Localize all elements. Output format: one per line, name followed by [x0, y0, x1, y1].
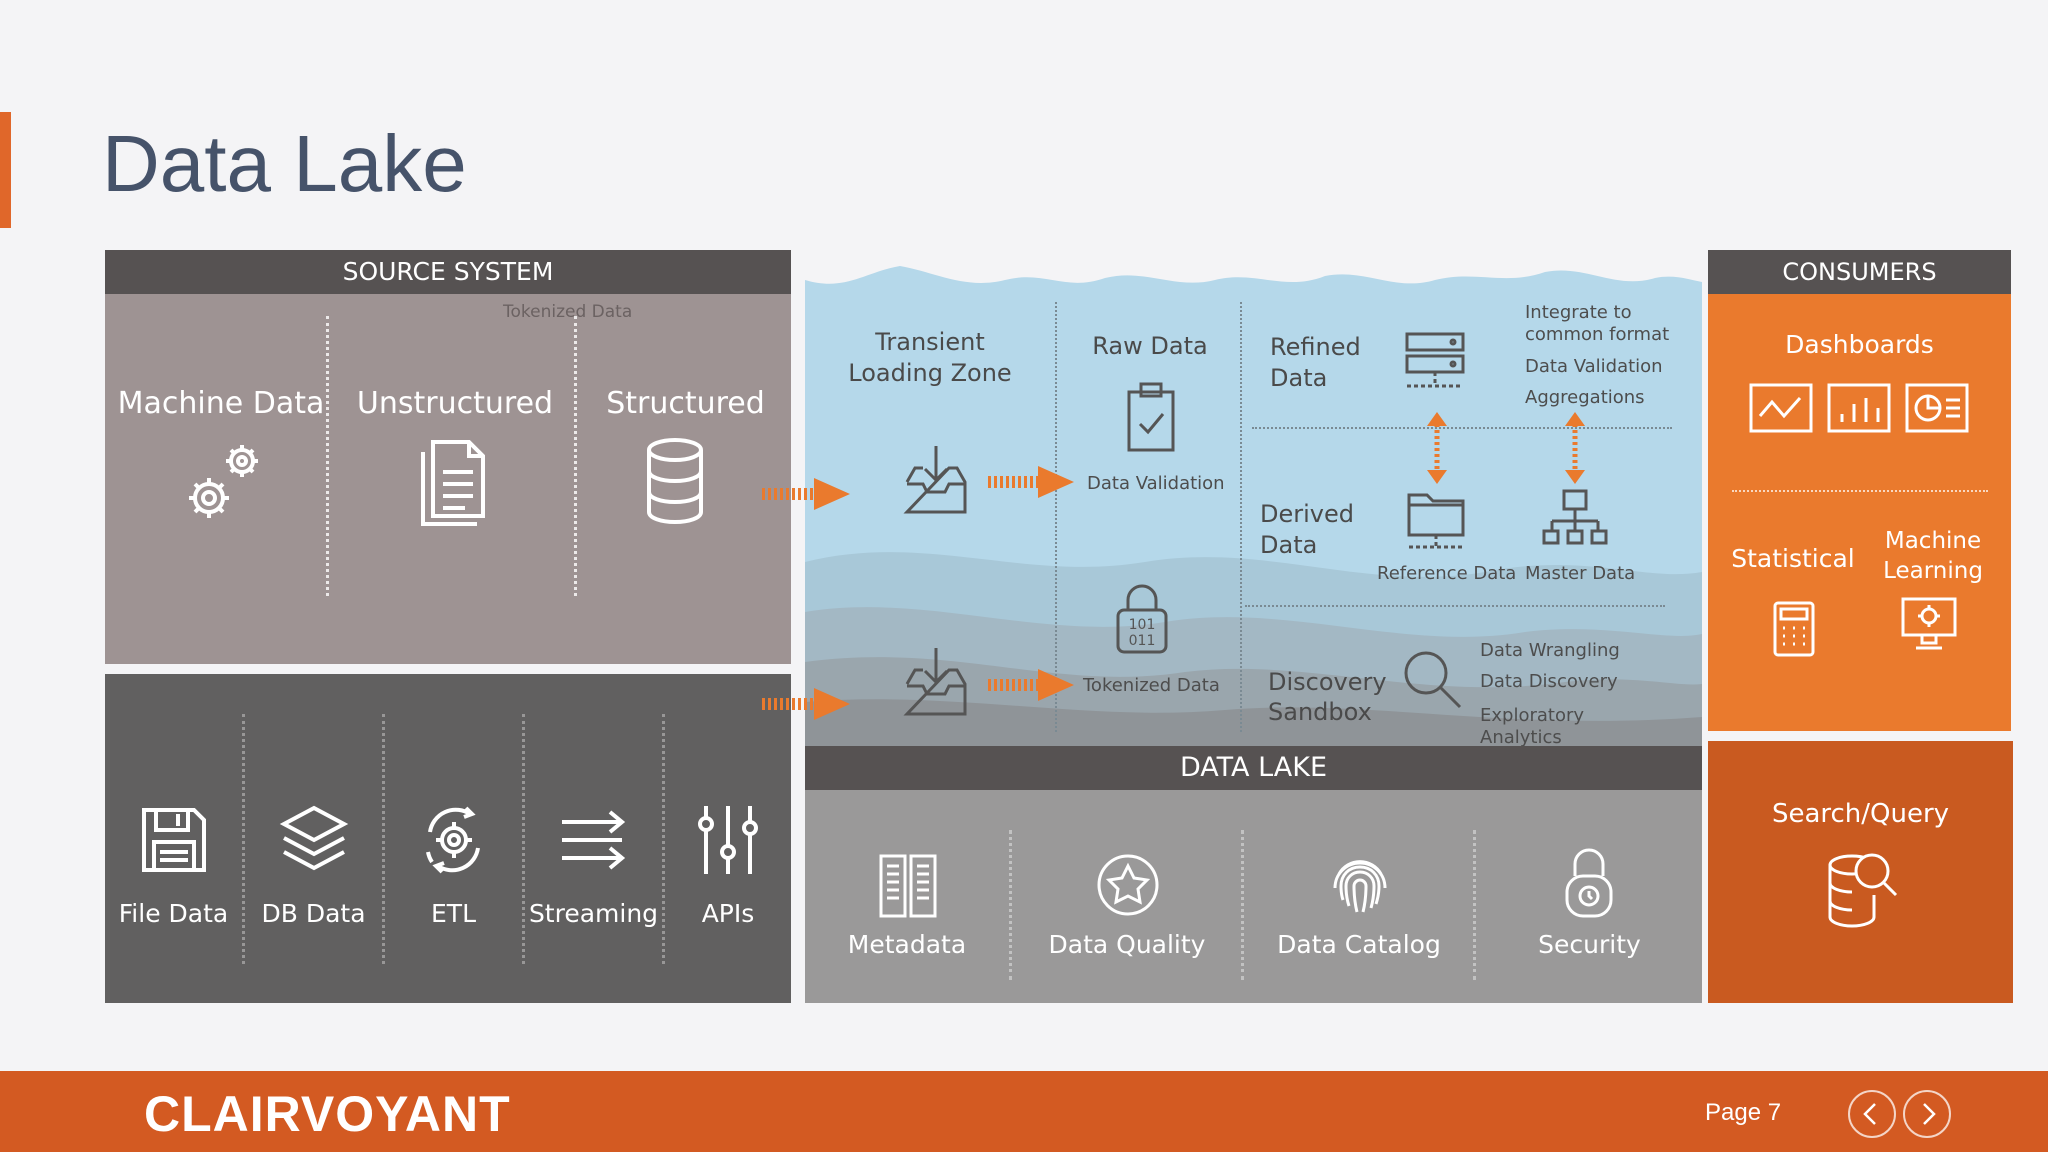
divider — [1473, 830, 1476, 980]
ingestion-panel: File Data DB Data ETL Streaming APIs — [105, 674, 791, 1003]
search-query-panel: Search/Query — [1708, 741, 2013, 1003]
structured-label: Structured — [606, 386, 765, 421]
machine-learning-label: Machine Learning — [1883, 528, 1983, 584]
orange-arrow — [988, 466, 1074, 498]
divider — [326, 316, 329, 596]
inbox-icon — [903, 648, 967, 716]
apis-item: APIs — [665, 674, 791, 1003]
metadata-item: Metadata — [805, 790, 1009, 1003]
data-lake-zone: Transient Loading Zone Raw Data Data Val… — [805, 262, 1702, 749]
master-data-label: Master Data — [1525, 563, 1636, 584]
database-search-icon — [1828, 853, 1898, 928]
tokenized-data-label: Tokenized Data — [1083, 675, 1220, 696]
data-lake-header: DATA LAKE — [805, 746, 1702, 790]
divider — [382, 714, 385, 964]
etl-item: ETL — [385, 674, 522, 1003]
refined-data-label: Refined Data — [1270, 333, 1361, 392]
divider — [1241, 830, 1244, 980]
divider — [1240, 302, 1242, 732]
footer: CLAIRVOYANT Page 7 — [0, 1071, 2048, 1152]
consumers-header: CONSUMERS — [1708, 250, 2011, 294]
source-system-panel: SOURCE SYSTEM Tokenized Data Machine Dat… — [105, 250, 791, 664]
orange-arrow — [988, 669, 1074, 701]
bidirectional-arrow — [1427, 412, 1447, 484]
tokenized-data-label: Tokenized Data — [503, 302, 633, 322]
line-chart-icon — [1749, 383, 1813, 433]
lock-101-icon: 101 011 — [1116, 584, 1168, 654]
discovery-sandbox-label: Discovery Sandbox — [1268, 668, 1387, 726]
svg-text:101: 101 — [1129, 617, 1156, 633]
page-title: Data Lake — [102, 119, 467, 208]
divider — [1732, 490, 1988, 492]
derived-data-label: Derived Data — [1260, 500, 1354, 559]
divider — [662, 714, 665, 964]
orange-arrow — [762, 478, 850, 510]
data-discovery-note: Data Discovery — [1480, 671, 1618, 692]
db-data-item: DB Data — [245, 674, 382, 1003]
bar-chart-icon — [1827, 383, 1891, 433]
document-icon — [421, 440, 485, 526]
server-icon — [1405, 332, 1465, 388]
consumers-panel: CONSUMERS Dashboards Statistical Machine… — [1708, 250, 2011, 731]
cycle-gear-icon — [425, 806, 480, 874]
svg-text:011: 011 — [1129, 633, 1156, 649]
lock-icon — [1565, 848, 1613, 918]
accent-bar — [0, 112, 11, 228]
database-icon — [647, 438, 703, 525]
next-page-button[interactable] — [1903, 1090, 1951, 1138]
raw-data-label: Raw Data — [1092, 332, 1208, 360]
star-badge-icon — [1097, 854, 1159, 916]
data-validation-label: Data Validation — [1087, 473, 1225, 494]
chevron-left-icon — [1863, 1103, 1876, 1125]
security-item: Security — [1477, 790, 1702, 1003]
divider — [1252, 427, 1672, 429]
arrows-icon — [561, 810, 625, 870]
bidirectional-arrow — [1565, 412, 1585, 484]
integrate-note: Integrate to common format — [1525, 302, 1670, 345]
fingerprint-icon — [1333, 860, 1387, 913]
divider — [1245, 605, 1665, 607]
data-quality-item: Data Quality — [1013, 790, 1241, 1003]
divider — [574, 316, 577, 596]
floppy-disk-icon — [141, 808, 206, 872]
pie-chart-icon — [1905, 383, 1969, 433]
search-query-label: Search/Query — [1771, 799, 1950, 829]
divider — [1055, 302, 1057, 732]
folder-icon — [1407, 493, 1465, 549]
chevron-right-icon — [1923, 1103, 1936, 1125]
file-data-item: File Data — [105, 674, 242, 1003]
source-system-header: SOURCE SYSTEM — [105, 250, 791, 294]
monitor-gear-icon — [1901, 597, 1957, 650]
divider — [1009, 830, 1012, 980]
layers-icon — [279, 805, 348, 871]
validation-note: Data Validation — [1525, 356, 1663, 377]
divider — [522, 714, 525, 964]
prev-page-button[interactable] — [1848, 1090, 1896, 1138]
dashboards-label: Dashboards — [1785, 330, 1934, 359]
unstructured-label: Unstructured — [356, 386, 554, 421]
page-number: Page 7 — [1705, 1099, 1782, 1126]
machine-data-label: Machine Data — [117, 386, 325, 421]
exploratory-analytics-note: Exploratory Analytics — [1480, 705, 1585, 748]
orange-arrow — [762, 688, 850, 720]
calculator-icon — [1773, 601, 1815, 657]
brand-logo: CLAIRVOYANT — [144, 1086, 511, 1142]
sliders-icon — [698, 806, 758, 874]
governance-panel: Metadata Data Quality Data Catalog Secur… — [805, 790, 1702, 1003]
aggregations-note: Aggregations — [1525, 387, 1645, 408]
data-catalog-item: Data Catalog — [1245, 790, 1473, 1003]
magnifier-icon — [1404, 651, 1462, 709]
water-background — [805, 266, 1702, 749]
metadata-icon — [879, 854, 937, 918]
gears-icon — [189, 445, 258, 518]
clipboard-check-icon — [1127, 382, 1175, 452]
hierarchy-icon — [1542, 489, 1608, 545]
data-wrangling-note: Data Wrangling — [1480, 640, 1620, 661]
divider — [242, 714, 245, 964]
statistical-label: Statistical — [1731, 544, 1855, 573]
streaming-item: Streaming — [525, 674, 662, 1003]
transient-loading-zone-label: Transient Loading Zone — [848, 328, 1012, 387]
inbox-icon — [903, 446, 967, 514]
reference-data-label: Reference Data — [1377, 563, 1517, 584]
